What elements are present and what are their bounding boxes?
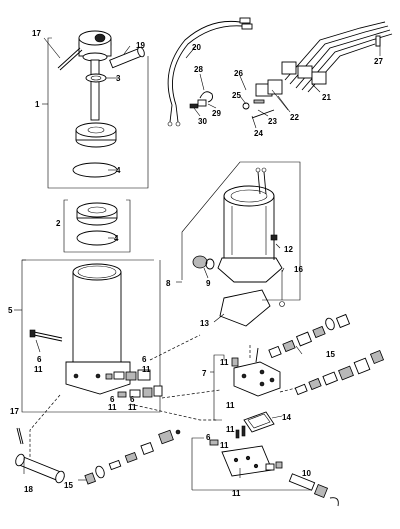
bracket-group-8	[181, 161, 301, 301]
valve-parts-cluster	[105, 369, 163, 398]
callout-13: 13	[200, 319, 209, 328]
cylinder-rod-assembly	[57, 30, 145, 178]
callout-18: 18	[24, 485, 33, 494]
callout-15-right: 15	[326, 350, 335, 359]
wire-harness-20	[167, 17, 253, 127]
callout-16: 16	[294, 265, 303, 274]
callout-10: 10	[302, 469, 311, 478]
callout-21: 21	[322, 93, 331, 102]
callout-30: 30	[198, 117, 207, 126]
callout-20: 20	[192, 43, 201, 52]
dashed-leader-lines	[29, 334, 251, 458]
callout-24: 24	[254, 129, 263, 138]
callout-19: 19	[136, 41, 145, 50]
callout-12: 12	[284, 245, 293, 254]
callout-3: 3	[116, 74, 121, 83]
cylinder-body	[29, 263, 131, 395]
valve-chain-bottom-left	[84, 429, 181, 485]
relay-harness-21	[281, 21, 393, 93]
valve-chain-right	[268, 313, 351, 359]
callout-7: 7	[202, 369, 207, 378]
pin-assembly-17-18	[15, 427, 65, 484]
valve-plate-bottom	[209, 439, 283, 477]
callout-8: 8	[166, 279, 171, 288]
label-leaders	[14, 37, 381, 481]
callout-6-left: 6	[37, 355, 42, 364]
clip-parts-28-30	[189, 91, 213, 109]
screw-27	[375, 35, 381, 52]
valve-10	[288, 473, 339, 507]
callout-17-top: 17	[32, 29, 41, 38]
callout-14: 14	[282, 413, 291, 422]
callout-22: 22	[290, 113, 299, 122]
relay-group-22-26	[242, 79, 289, 119]
callout-11-bottom: 11	[220, 441, 229, 450]
callout-11-valve-mid: 11	[226, 401, 235, 410]
bracket-group-2	[63, 199, 131, 253]
callout-4-lower: 4	[114, 234, 119, 243]
bracket-group-1	[47, 37, 149, 189]
bracket-group-5	[21, 259, 161, 413]
callout-11-plate: 11	[232, 489, 241, 498]
callout-6-mid-right: 6	[130, 395, 135, 404]
callout-11-left: 11	[34, 365, 43, 374]
callout-6-right-top: 6	[142, 355, 147, 364]
valve-chain-mid-right	[279, 349, 385, 396]
callout-25: 25	[232, 91, 241, 100]
callout-9: 9	[206, 279, 211, 288]
callout-15-left: 15	[64, 481, 73, 490]
pump-motor	[192, 167, 285, 327]
callout-11-right-top: 11	[142, 365, 151, 374]
valve-body	[231, 347, 281, 439]
callout-26: 26	[234, 69, 243, 78]
callout-11-valve-low: 11	[226, 425, 235, 434]
callout-23: 23	[268, 117, 277, 126]
callout-11-valve-top: 11	[220, 358, 229, 367]
callout-11-mid-right: 11	[128, 403, 137, 412]
bracket-group-11	[191, 437, 312, 491]
callout-11-mid: 11	[108, 403, 117, 412]
callout-5: 5	[8, 306, 13, 315]
callout-6-mid: 6	[110, 395, 115, 404]
callout-labels: 17 19 3 1 4 2 4 20 28 29 30 26 25 24 23 …	[8, 29, 383, 498]
callout-29: 29	[212, 109, 221, 118]
bracket-group-7	[213, 354, 225, 421]
callout-4-upper: 4	[116, 166, 121, 175]
callout-2: 2	[56, 219, 61, 228]
callout-17-bottom: 17	[10, 407, 19, 416]
callout-28: 28	[194, 65, 203, 74]
callout-1: 1	[35, 100, 40, 109]
callout-6-bottom: 6	[206, 433, 211, 442]
callout-27: 27	[374, 57, 383, 66]
